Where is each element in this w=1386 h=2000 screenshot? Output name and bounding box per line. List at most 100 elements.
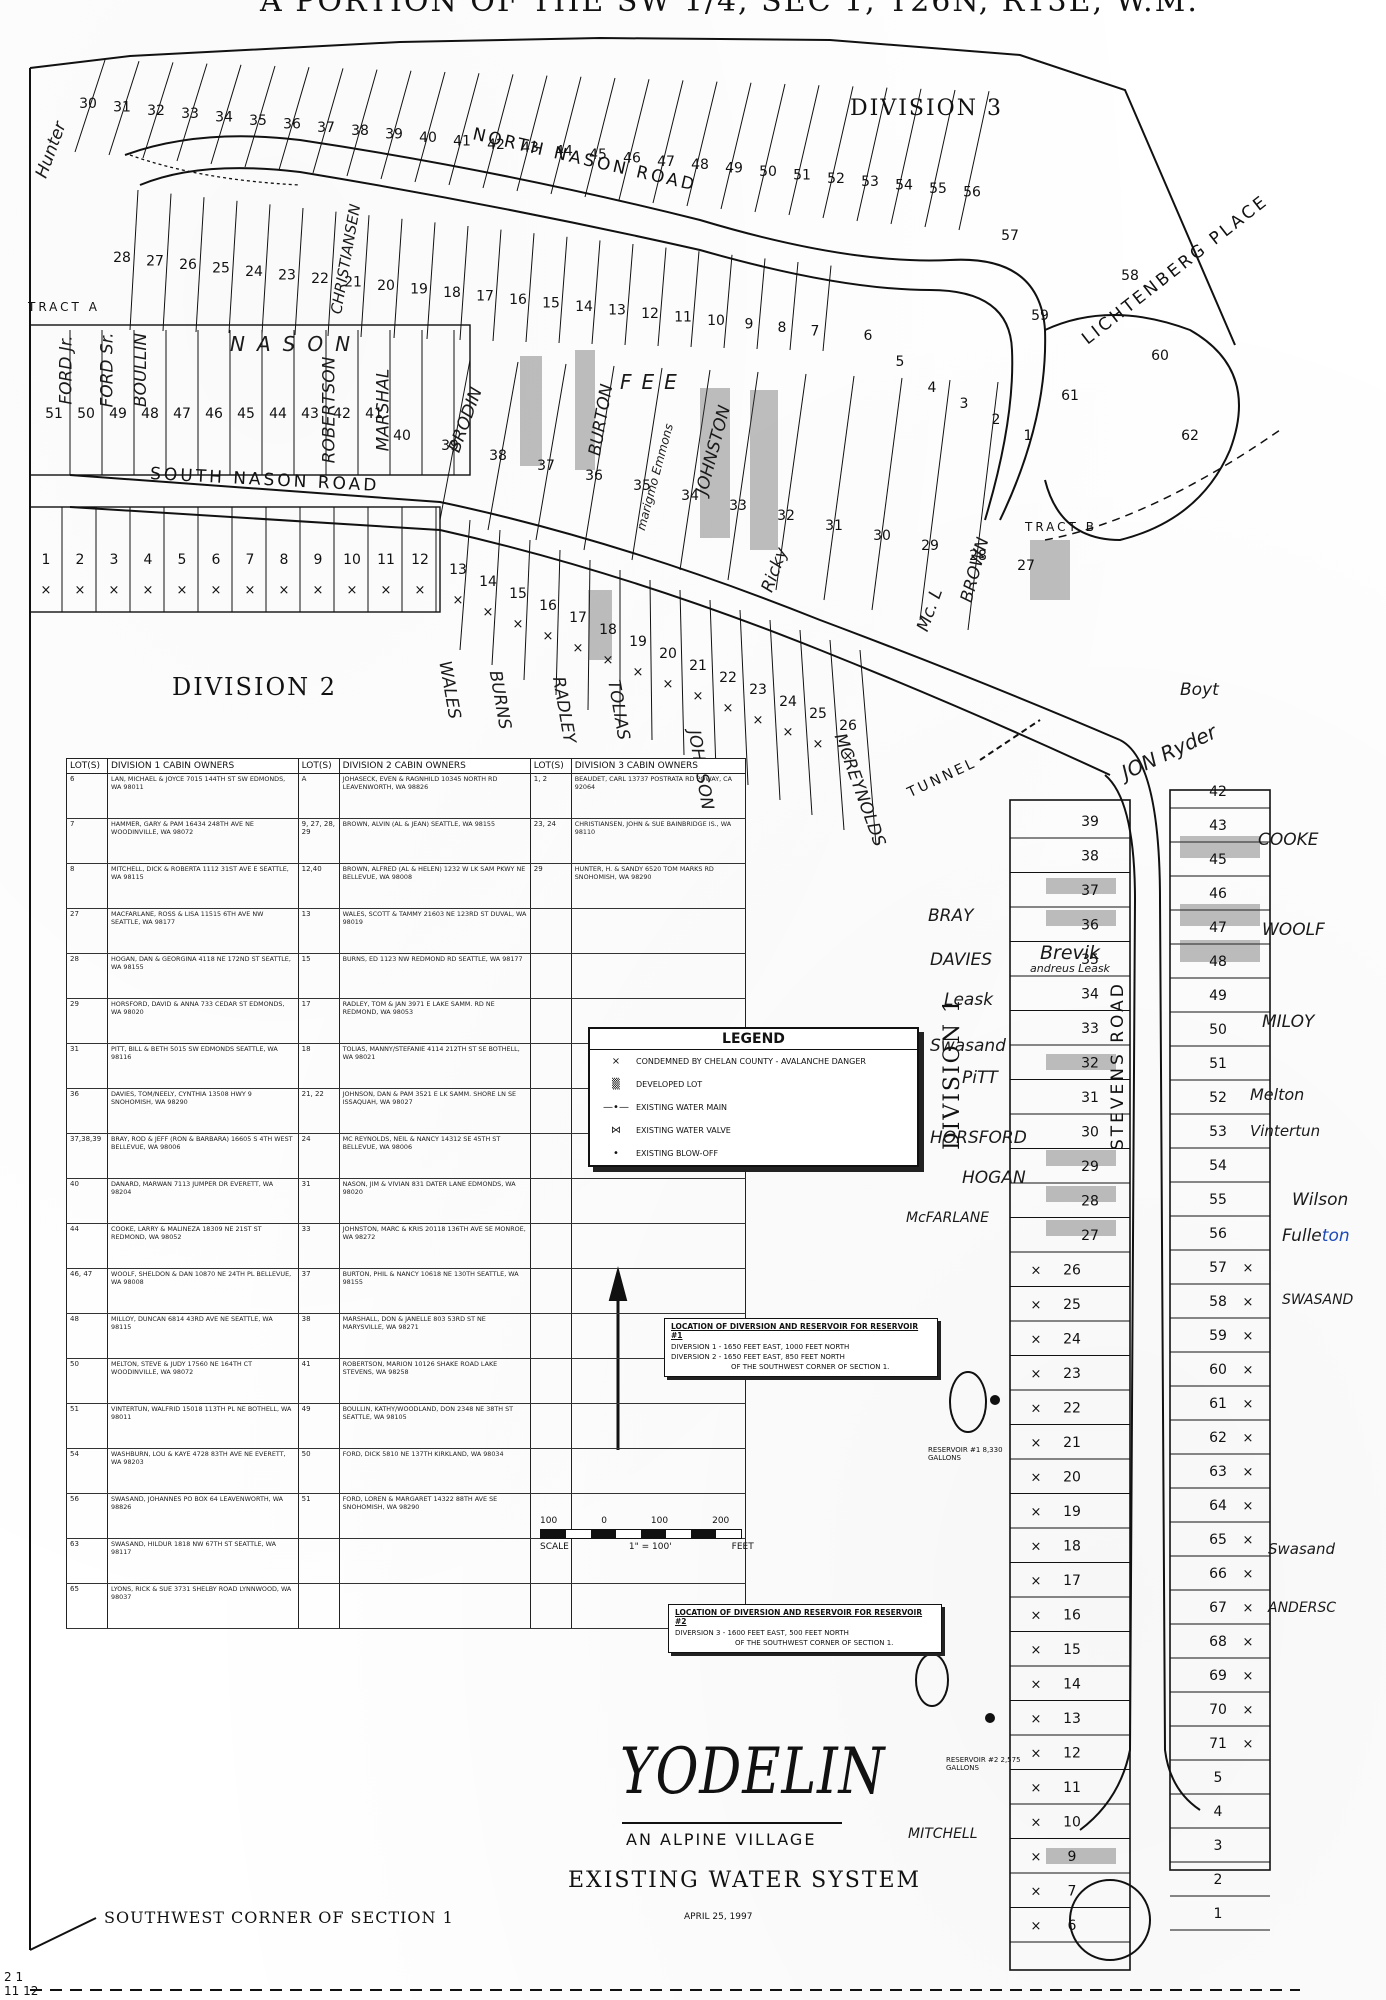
tract-a-label: TRACT A (28, 300, 100, 314)
developed-lot-shading (588, 590, 612, 660)
lot-number-div2-south: 2 (76, 552, 85, 568)
owner-lots-cell: 12,40 (297, 863, 340, 909)
developed-lot-shading (1180, 904, 1260, 926)
lot-number-div3-top: 47 (657, 154, 675, 170)
condemned-mark: × (1243, 1499, 1254, 1514)
owner-name-cell: RADLEY, TOM & JAN 3971 E LAKE SAMM. RD N… (338, 998, 531, 1044)
lot-number-div1-east: 47 (1209, 920, 1227, 936)
scale-tick-3: 200 (712, 1516, 730, 1526)
legend-label: DEVELOPED LOT (636, 1080, 703, 1089)
hw-marshal: MARSHAL (373, 368, 394, 452)
developed-lot-shading (1046, 1848, 1116, 1864)
condemned-mark: × (381, 583, 392, 598)
lot-number-div1-west: 21 (1063, 1435, 1081, 1451)
page-mark-b: 1 (15, 1970, 24, 1984)
lot-number-div3-mid: 17 (476, 289, 494, 305)
owner-name-cell: DAVIES, TOM/NEELY, CYNTHIA 13508 HWY 9 S… (107, 1088, 299, 1134)
condemned-mark: × (1243, 1703, 1254, 1718)
page-mark-c: 11 (4, 1984, 20, 1998)
lot-line-div3 (142, 62, 174, 159)
lot-line-div2-south-east (587, 559, 591, 711)
owner-lots-cell: 13 (297, 908, 340, 954)
owner-lots-cell: 37 (297, 1268, 340, 1314)
lot-number-div1-west: 30 (1081, 1125, 1099, 1141)
lot-number-div1-west: 28 (1081, 1194, 1099, 1210)
lot-number-div1-east: 43 (1209, 818, 1227, 834)
lot-number-div1-west: 7 (1068, 1884, 1077, 1900)
lot-number-div3-mid: 1 (1024, 428, 1033, 444)
lot-number-div1-west: 27 (1081, 1228, 1099, 1244)
lot-line-div3 (108, 61, 140, 156)
owner-lots-cell: 38 (297, 1313, 340, 1359)
condemned-mark: × (1243, 1397, 1254, 1412)
diversion-3-box: LOCATION OF DIVERSION AND RESERVOIR FOR … (668, 1604, 942, 1653)
legend-item: ⋈EXISTING WATER VALVE (590, 1119, 917, 1142)
lot-line-div2-east (967, 381, 999, 631)
condemned-mark: × (543, 629, 554, 644)
legend-item: •EXISTING BLOW-OFF (590, 1142, 917, 1165)
lot-line-div3-mid (294, 207, 304, 336)
col-lots-1: LOT(S) (66, 758, 108, 774)
lot-number-div3-mid: 23 (278, 268, 296, 284)
lot-number-div1-west: 37 (1081, 883, 1099, 899)
lot-number-div2-north: 32 (777, 508, 795, 524)
lot-line-div3 (482, 74, 514, 189)
owner-name-cell (338, 1583, 531, 1629)
hw-robertson: ROBERTSON (319, 356, 340, 464)
developed-lot-shading (1046, 1220, 1116, 1236)
lot-line-div3-mid (228, 200, 238, 334)
lot-number-div1-west: 25 (1063, 1297, 1081, 1313)
lot-number-div3-top: 38 (351, 123, 369, 139)
lot-line-div3-mid (261, 204, 271, 335)
lot-number-div3-top: 30 (79, 96, 97, 112)
scale-bar-graphic (540, 1529, 742, 1539)
hw-bray: BRAY (928, 906, 974, 926)
developed-lot-shading (1030, 540, 1070, 600)
condemned-mark: × (1031, 1781, 1042, 1796)
lot-number-div3-top: 48 (691, 157, 709, 173)
condemned-mark: × (813, 737, 824, 752)
lot-number-div3-mid: 12 (641, 306, 659, 322)
lot-line-div3 (244, 65, 276, 168)
developed-lot-shading (575, 350, 595, 470)
diversion-3-line-2: OF THE SOUTHWEST CORNER OF SECTION 1. (735, 1639, 894, 1647)
lot-line-div3 (550, 76, 582, 195)
owner-name-cell: HUNTER, H. & SANDY 6520 TOM MARKS RD SNO… (570, 863, 747, 909)
owner-name-cell: WALES, SCOTT & TAMMY 21603 NE 123RD ST D… (338, 908, 531, 954)
lot-number-div1-west: 14 (1063, 1677, 1081, 1693)
lot-number-div3-top: 54 (895, 178, 913, 194)
lot-number-div2-south: 6 (212, 552, 221, 568)
diversion-3-title: LOCATION OF DIVERSION AND RESERVOIR FOR … (675, 1608, 923, 1626)
lot-line-div3-mid (360, 215, 370, 338)
lot-number-div2-south: 1 (42, 552, 51, 568)
lot-number-div1-west: 38 (1081, 849, 1099, 865)
lot-number-div3-mid: 3 (960, 396, 969, 412)
owner-lots-cell: 37,38,39 (66, 1133, 108, 1179)
owner-name-cell: PITT, BILL & BETH 5015 SW EDMONDS SEATTL… (107, 1043, 299, 1089)
lot-number-div2-north: 37 (537, 458, 555, 474)
lot-number-div2-south: 21 (689, 658, 707, 674)
condemned-mark: × (1031, 1264, 1042, 1279)
lot-number-div1-east: 46 (1209, 886, 1227, 902)
reservoir-1-label: RESERVOIR #1 8,330 GALLONS (928, 1446, 1003, 1462)
hw-cooke: COOKE (1258, 830, 1319, 850)
owner-lots-cell: 6 (66, 773, 108, 819)
lot-line-div3 (788, 85, 820, 216)
lot-line-div3-mid (426, 222, 436, 340)
lot-line-div3 (312, 68, 344, 174)
lot-number-div3-mid: 20 (377, 278, 395, 294)
lot-line-div2-south-east (523, 539, 531, 681)
condemned-mark: × (1031, 1505, 1042, 1520)
lot-number-div1-east: 64 (1209, 1498, 1227, 1514)
lot-line-div3 (448, 73, 480, 186)
hw-boullin: BOULLIN (131, 332, 152, 408)
owner-name-cell: FORD, DICK 5810 NE 137TH KIRKLAND, WA 98… (338, 1448, 531, 1494)
owner-name-cell: VINTERTUN, WALFRID 15018 113TH PL NE BOT… (107, 1403, 299, 1449)
owner-lots-cell: 1, 2 (529, 773, 572, 819)
